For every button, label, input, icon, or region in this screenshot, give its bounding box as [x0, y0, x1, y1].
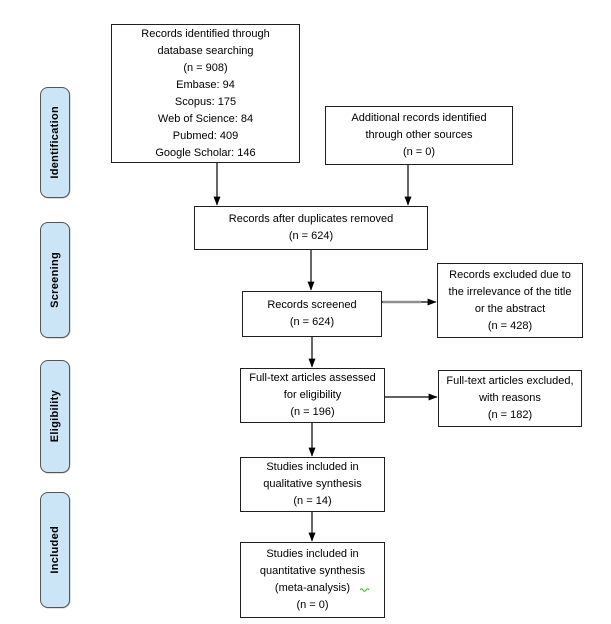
grammar-squiggle-icon — [360, 588, 370, 592]
stage-eligibility-label: Eligibility — [49, 390, 61, 443]
box-records-identified: Records identified through database sear… — [111, 24, 300, 163]
box-fulltext-assessed: Full-text articles assessed for eligibil… — [240, 368, 385, 423]
stage-eligibility: Eligibility — [40, 360, 70, 473]
box-records-excluded: Records excluded due to the irrelevance … — [437, 263, 583, 338]
box-additional-records-text: Additional records identified through ot… — [351, 112, 487, 158]
stage-screening-label: Screening — [49, 252, 61, 308]
stage-included: Included — [40, 492, 70, 608]
box-records-excluded-text: Records excluded due to the irrelevance … — [448, 268, 572, 332]
stage-included-label: Included — [49, 526, 61, 574]
box-additional-records: Additional records identified through ot… — [325, 106, 513, 165]
box-fulltext-excluded: Full-text articles excluded, with reason… — [438, 370, 582, 427]
box-fulltext-assessed-text: Full-text articles assessed for eligibil… — [249, 372, 376, 418]
box-qualitative-synthesis: Studies included in qualitative synthesi… — [240, 457, 385, 512]
box-quantitative-synthesis: Studies included in quantitative synthes… — [240, 542, 385, 618]
box-duplicates-removed-text: Records after duplicates removed (n = 62… — [228, 213, 394, 242]
box-qualitative-synthesis-text: Studies included in qualitative synthesi… — [263, 461, 362, 507]
stage-identification: Identification — [40, 87, 70, 198]
box-duplicates-removed: Records after duplicates removed (n = 62… — [194, 206, 428, 250]
box-records-identified-text: Records identified through database sear… — [141, 27, 270, 159]
stage-screening: Screening — [40, 222, 70, 338]
box-records-screened: Records screened (n = 624) — [242, 291, 382, 337]
stage-identification-label: Identification — [49, 106, 61, 179]
box-quantitative-synthesis-text: Studies included in quantitative synthes… — [259, 548, 366, 611]
box-fulltext-excluded-text: Full-text articles excluded, with reason… — [446, 375, 574, 421]
box-records-screened-text: Records screened (n = 624) — [267, 299, 357, 328]
